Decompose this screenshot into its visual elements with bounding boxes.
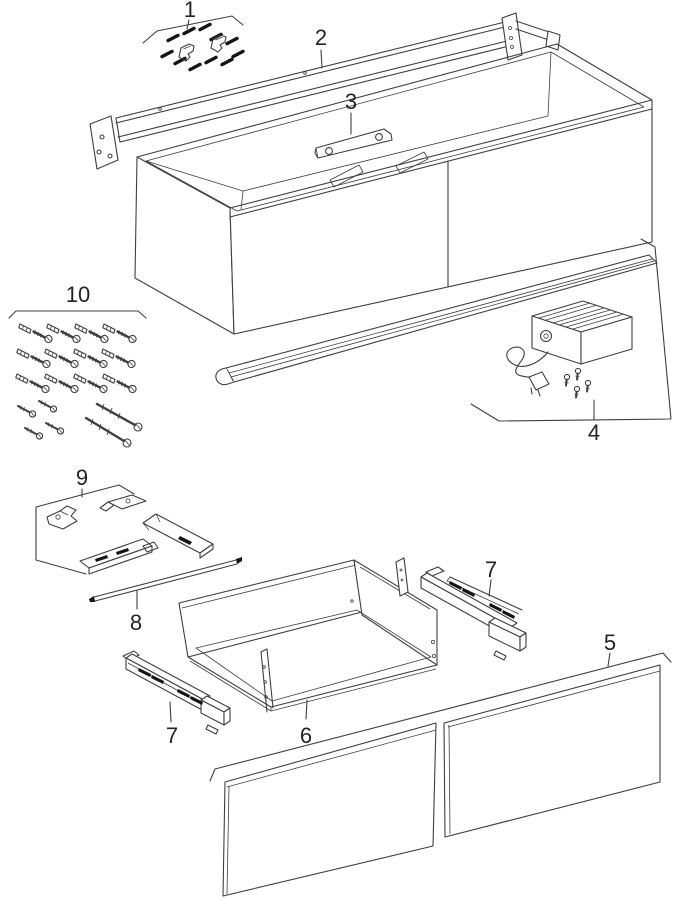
part-10-screw-set	[8, 310, 147, 448]
part-6-drawer-box	[178, 557, 438, 713]
part-7-drawer-slide-left	[122, 650, 231, 735]
screw-with-plug	[14, 372, 51, 394]
part-5-drawer-fronts	[209, 652, 672, 897]
small-screw	[573, 385, 581, 399]
rail-end-plate-left	[89, 115, 119, 170]
light-profile-bar	[215, 254, 658, 386]
callout-4: 4	[588, 399, 600, 445]
callout-6-label: 6	[300, 723, 312, 748]
part-2-wall-rail	[89, 12, 561, 170]
screw-with-plug	[101, 372, 138, 394]
part-3-connector-plate	[314, 128, 393, 159]
small-screw	[584, 379, 592, 393]
callout-10-label: 10	[66, 282, 90, 307]
screw-with-plug	[72, 372, 109, 394]
callout-9-label: 9	[76, 465, 88, 490]
part-8-sync-rod	[89, 557, 242, 602]
rail-fitting	[142, 513, 214, 559]
short-screw	[24, 426, 44, 441]
callout-3: 3	[345, 89, 357, 135]
callout-1: 1	[184, 0, 196, 30]
small-screw	[574, 367, 582, 381]
short-screw	[38, 399, 58, 414]
drawer-front-post	[260, 648, 274, 713]
rail-end-bracket-right	[501, 12, 561, 61]
callout-7-right-label: 7	[485, 557, 497, 582]
drawer-front-panel-left	[222, 722, 437, 897]
screw-with-plug	[43, 372, 80, 394]
drawer-rear-hook	[395, 557, 409, 597]
power-supply-unit	[531, 300, 633, 365]
callout-7-right: 7	[485, 557, 497, 597]
callout-8: 8	[130, 590, 142, 635]
callout-4-label: 4	[588, 420, 600, 445]
callout-3-label: 3	[345, 89, 357, 114]
callout-9: 9	[76, 465, 88, 498]
short-screw	[17, 404, 37, 419]
flat-bracket	[46, 505, 78, 530]
callout-7-left-label: 7	[166, 723, 178, 748]
part-1-fitting-kit	[142, 15, 245, 72]
callout-7-left: 7	[166, 701, 178, 748]
small-screw	[563, 373, 571, 387]
rail-fitting	[79, 538, 159, 575]
callout-2: 2	[315, 25, 327, 69]
long-screw	[95, 402, 143, 432]
callout-5-label: 5	[604, 630, 616, 655]
callout-10: 10	[66, 282, 90, 307]
part-9-fitting-set	[35, 484, 214, 575]
part-4-light-profile-group	[215, 238, 672, 422]
callout-2-label: 2	[315, 25, 327, 50]
cabinet-carcass	[134, 43, 653, 335]
drawer-front-panel-right	[443, 664, 661, 838]
power-cable	[506, 346, 550, 397]
callout-6: 6	[300, 699, 312, 748]
long-screw	[84, 416, 132, 448]
part-7-drawer-slide-right	[420, 566, 527, 661]
callout-1-label: 1	[184, 0, 196, 22]
flat-bracket	[99, 494, 147, 512]
callout-5: 5	[604, 630, 616, 667]
short-screw	[45, 421, 65, 436]
callout-8-label: 8	[130, 610, 142, 635]
